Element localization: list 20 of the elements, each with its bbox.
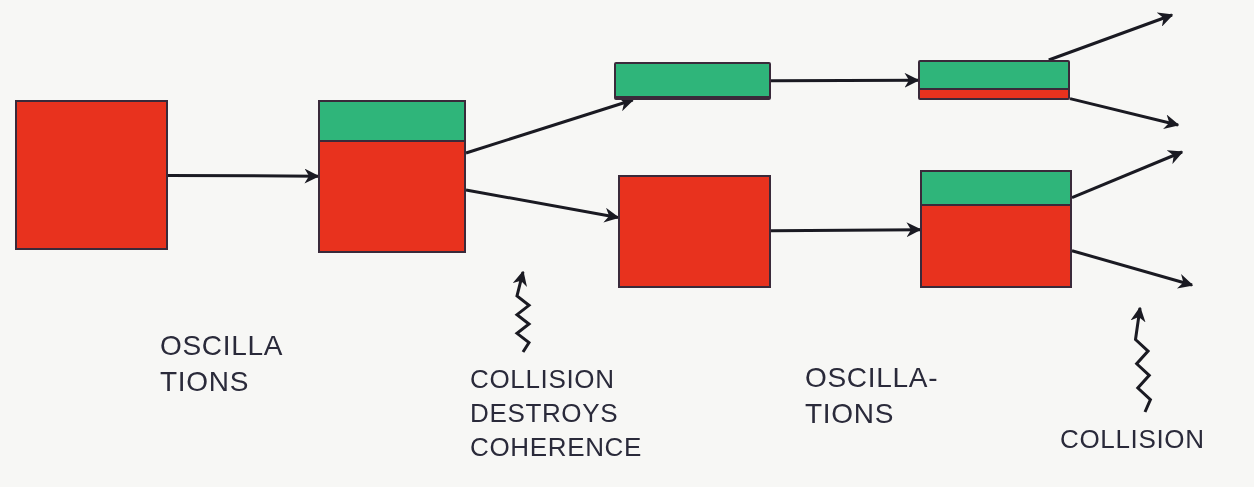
arrow [771,222,922,238]
arrow [465,188,620,223]
arrow [771,72,920,88]
handwritten-note: COLLISION [1060,422,1230,456]
state-bar [918,60,1070,100]
state-box [15,100,168,250]
state-box [920,170,1072,288]
arrow [1071,249,1194,289]
arrow [1048,12,1174,62]
handwritten-note: COLLISION DESTROYS COHERENCE [470,362,680,464]
state-box [318,100,466,253]
wavy-arrow [512,270,532,353]
handwritten-label: OSCILLA TIONS [160,329,283,399]
arrow [1069,97,1180,130]
handwritten-label: OSCILLA- TIONS [805,361,940,431]
state-box [618,175,771,288]
state-bar [614,62,771,100]
arrow [168,168,320,184]
arrow [1071,150,1184,199]
wavy-arrow [1130,306,1153,413]
